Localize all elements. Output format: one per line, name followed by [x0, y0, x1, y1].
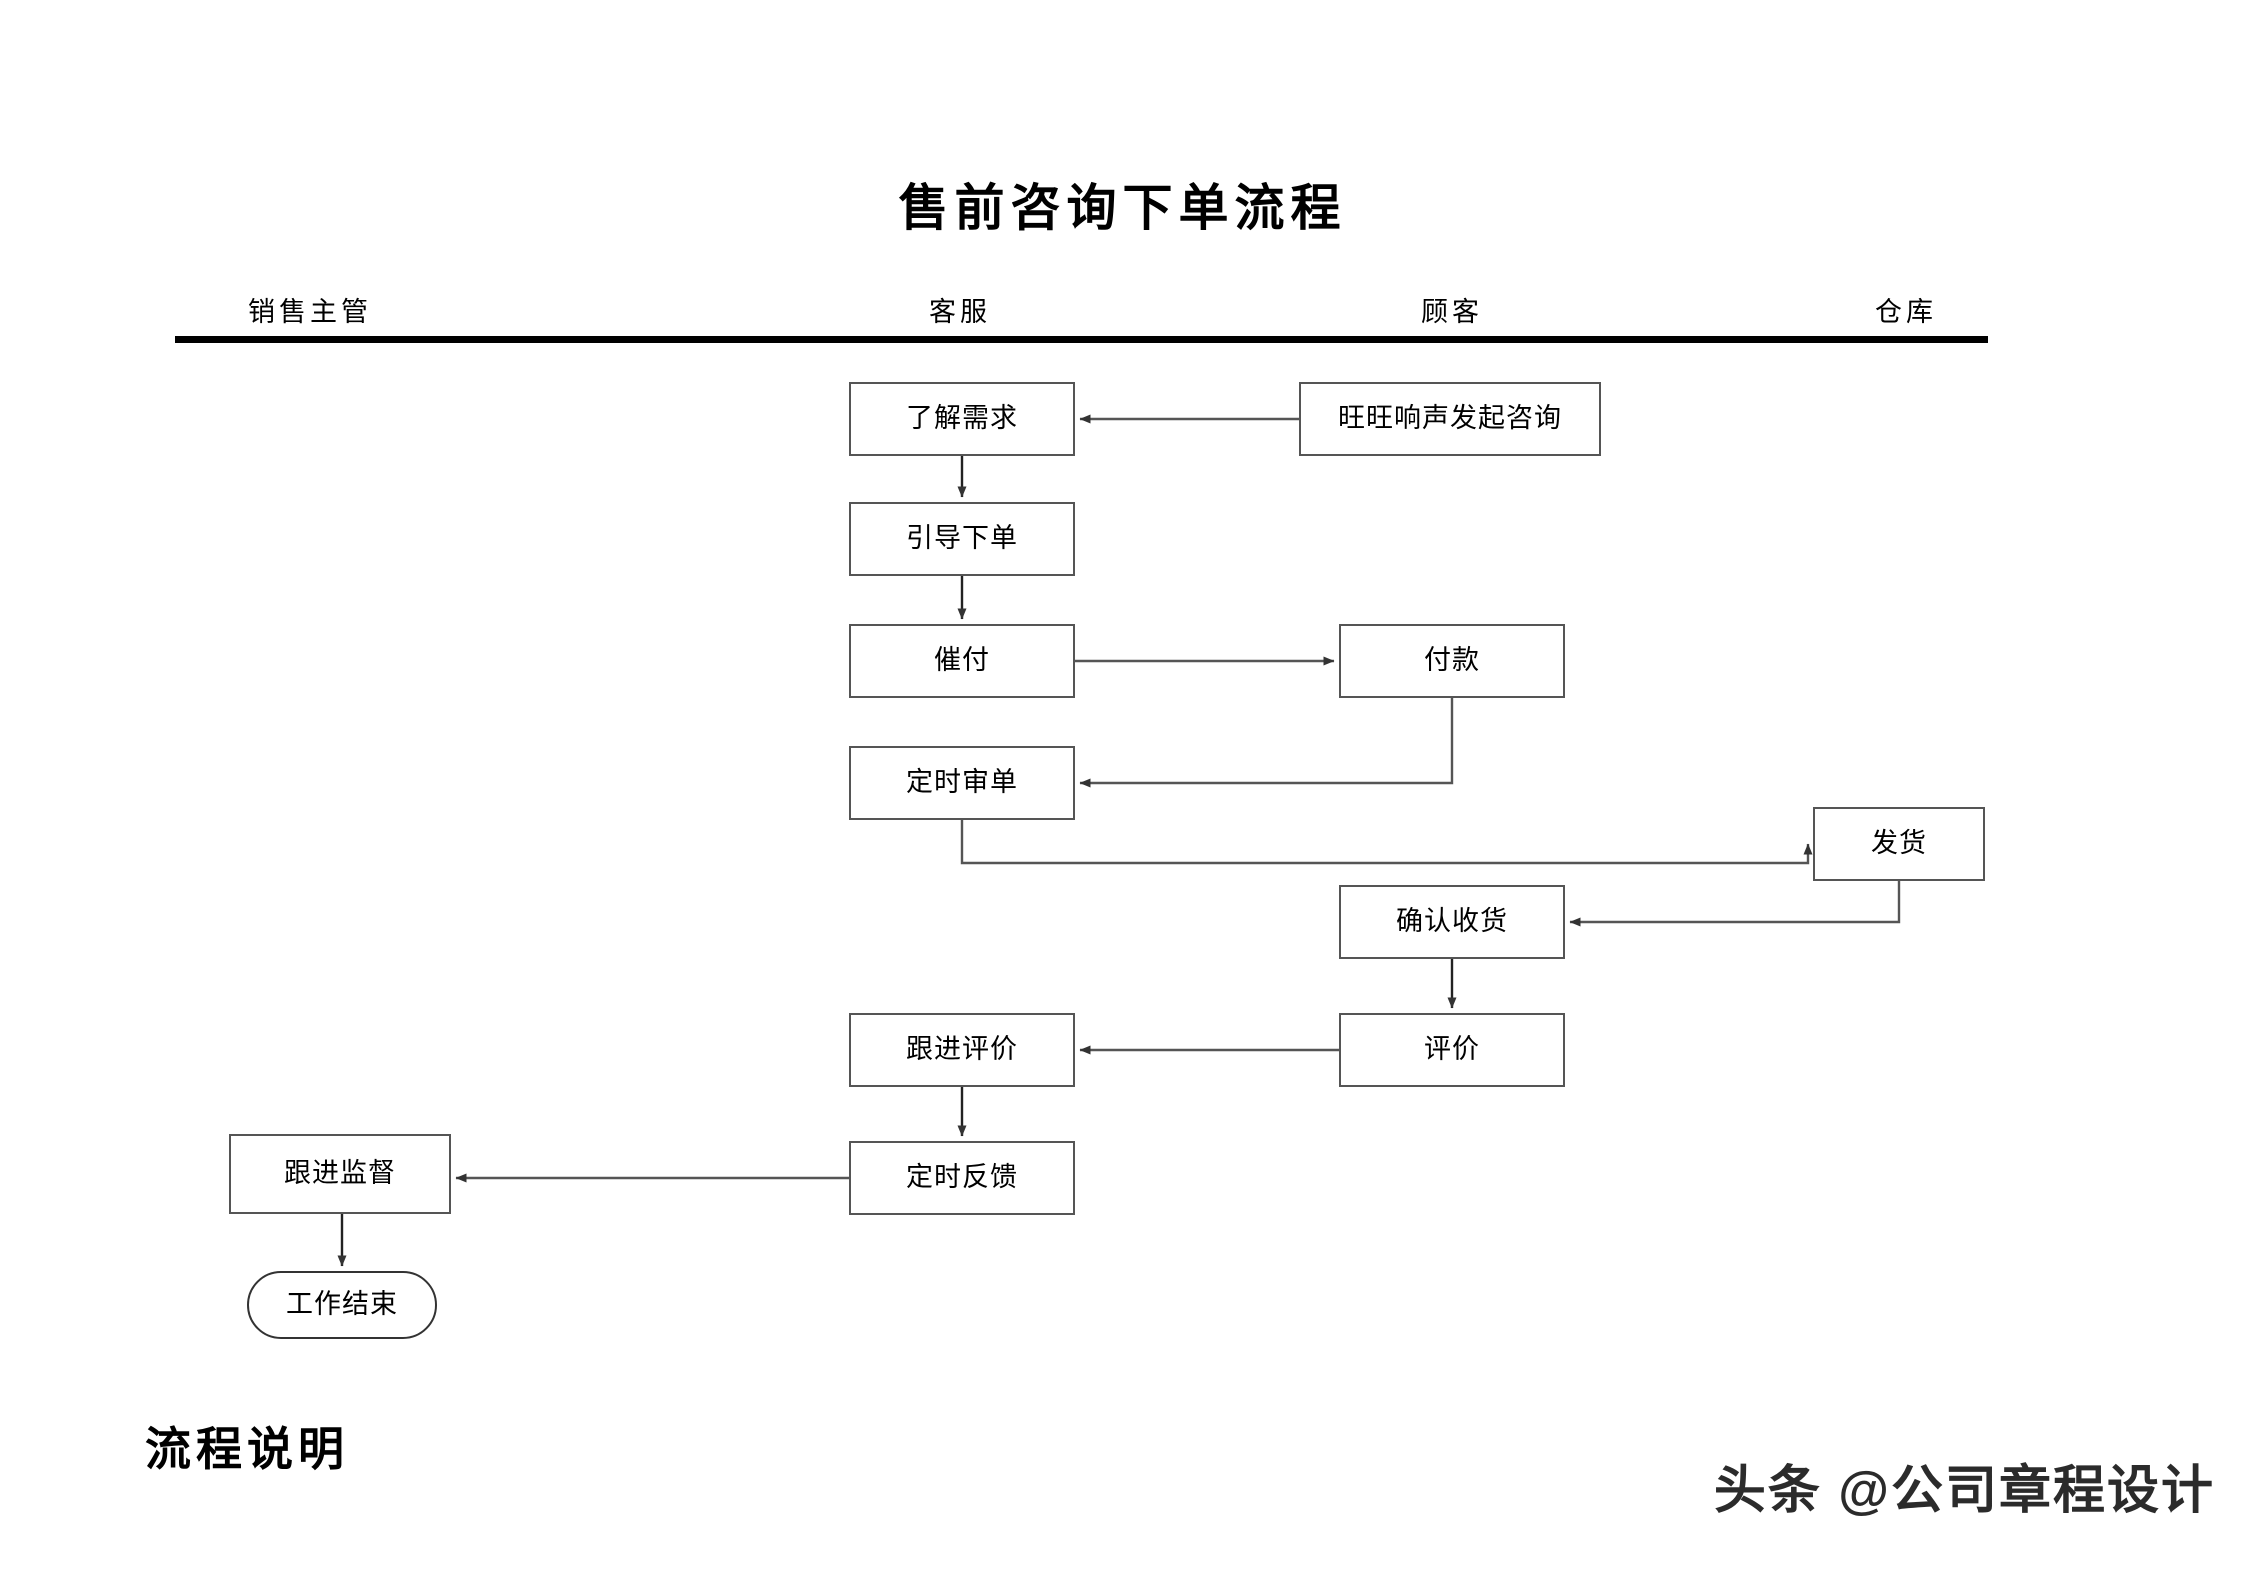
swimlane-header-warehouse: 仓库 — [1875, 297, 1937, 327]
edge-shipment-to-confirm-receipt — [1569, 880, 1901, 927]
swimlane-header-customer: 顾客 — [1421, 297, 1483, 327]
node-wangwang-inquiry[interactable]: 旺旺响声发起咨询 — [1299, 382, 1601, 456]
node-shipment[interactable]: 发货 — [1813, 807, 1985, 881]
node-label: 旺旺响声发起咨询 — [1338, 403, 1562, 433]
node-review[interactable]: 评价 — [1339, 1013, 1565, 1087]
node-label: 跟进评价 — [906, 1034, 1018, 1064]
node-urge-payment[interactable]: 催付 — [849, 624, 1075, 698]
node-understand-needs[interactable]: 了解需求 — [849, 382, 1075, 456]
node-label: 了解需求 — [906, 403, 1018, 433]
node-guide-order[interactable]: 引导下单 — [849, 502, 1075, 576]
node-label: 定时反馈 — [906, 1162, 1018, 1192]
node-follow-up-supervision[interactable]: 跟进监督 — [229, 1134, 451, 1214]
node-payment[interactable]: 付款 — [1339, 624, 1565, 698]
node-label: 引导下单 — [906, 523, 1018, 553]
swimlane-header-customer-service: 客服 — [929, 297, 991, 327]
node-confirm-receipt[interactable]: 确认收货 — [1339, 885, 1565, 959]
node-label: 催付 — [934, 645, 990, 675]
edge-scheduled-review-to-shipment — [960, 819, 1813, 865]
watermark: 头条 @公司章程设计 — [1713, 1462, 2215, 1520]
section-heading-process-description: 流程说明 — [145, 1424, 349, 1475]
node-label: 付款 — [1424, 645, 1480, 675]
node-label: 发货 — [1871, 828, 1927, 858]
node-label: 评价 — [1424, 1034, 1480, 1064]
node-label: 跟进监督 — [284, 1158, 396, 1188]
swimlane-header-sales-supervisor: 销售主管 — [248, 297, 372, 327]
node-work-end[interactable]: 工作结束 — [247, 1271, 437, 1339]
node-label: 确认收货 — [1396, 906, 1508, 936]
node-label: 定时审单 — [906, 767, 1018, 797]
edge-payment-to-scheduled-review — [1079, 697, 1454, 788]
node-scheduled-review[interactable]: 定时审单 — [849, 746, 1075, 820]
node-label: 工作结束 — [286, 1289, 398, 1319]
swimlane-divider-rule — [175, 336, 1988, 343]
node-follow-up-review[interactable]: 跟进评价 — [849, 1013, 1075, 1087]
page-title: 售前咨询下单流程 — [898, 180, 1347, 236]
node-scheduled-feedback[interactable]: 定时反馈 — [849, 1141, 1075, 1215]
